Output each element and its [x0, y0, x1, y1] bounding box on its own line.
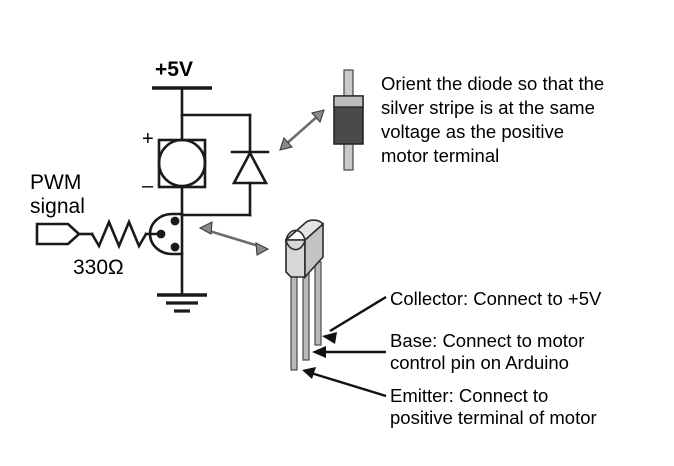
transistor-pin-dot-collector: [170, 216, 180, 226]
base-callout-arrow: [312, 346, 386, 358]
transistor-photo-lead-emitter: [290, 261, 298, 371]
supply-label: +5V: [155, 58, 193, 81]
input-branch-group: PWM signal 330Ω: [30, 171, 162, 279]
motor-symbol: + –: [142, 128, 207, 217]
resistor-label: 330Ω: [73, 256, 124, 279]
transistor-d-body: [148, 212, 184, 256]
diode-note-line-1: Orient the diode so that the: [381, 73, 604, 94]
diode-note-line-3: voltage as the positive: [381, 121, 564, 142]
diode-photo-lead-bottom: [343, 141, 354, 171]
motor-plus-label: +: [142, 128, 154, 150]
base-label-line-2: control pin on Arduino: [390, 352, 569, 373]
diode-note-line-4: motor terminal: [381, 145, 499, 166]
collector-callout-arrow: [322, 295, 387, 344]
diode-arrow-head-lower: [279, 136, 294, 151]
motor-minus-label: –: [142, 175, 154, 197]
base-label-line-1: Base: Connect to motor: [390, 330, 584, 351]
base-arrow-head: [312, 346, 326, 358]
emitter-label-line-2: positive terminal of motor: [390, 407, 597, 428]
diode-photo-silver-stripe: [333, 95, 364, 108]
collector-arrow-shaft: [329, 295, 387, 333]
emitter-callout-arrow: [302, 367, 387, 398]
diode-photo: [333, 69, 364, 171]
motor-diode-loop-top: [180, 113, 252, 154]
motor-circle: [157, 138, 207, 188]
diode-note-line-2: silver stripe is at the same: [381, 97, 595, 118]
collector-label-line-1: Collector: Connect to +5V: [390, 288, 602, 309]
emitter-arrow-shaft: [310, 371, 387, 398]
collector-callout-label: Collector: Connect to +5V: [390, 288, 602, 309]
transistor-arrow-head-right: [255, 242, 270, 256]
pwm-label-line2: signal: [30, 195, 85, 218]
diode-arrow-head-upper: [310, 109, 325, 124]
flyback-diode-symbol: [180, 150, 270, 217]
transistor-link-double-arrow: [198, 221, 270, 256]
transistor-photo-body-curve: [284, 239, 307, 251]
transistor-arrow-head-left: [198, 221, 213, 235]
diode-photo-lead-top: [343, 69, 354, 99]
pwm-label-line1: PWM: [30, 171, 81, 194]
emitter-label-line-1: Emitter: Connect to: [390, 385, 548, 406]
transistor-photo: [284, 219, 325, 371]
resistor-zigzag: [90, 218, 148, 250]
transistor-arrow-shaft: [205, 228, 263, 249]
pwm-input-terminal: [35, 222, 81, 246]
transistor-pin-dot-emitter: [170, 242, 180, 252]
emitter-arrow-head: [302, 367, 316, 379]
transistor-photo-lead-collector: [314, 261, 322, 346]
diode-note-text: Orient the diode so that the silver stri…: [381, 73, 604, 166]
emitter-callout-label: Emitter: Connect to positive terminal of…: [390, 385, 597, 428]
diode-arrow-shaft: [284, 114, 320, 146]
diode-link-double-arrow: [279, 109, 325, 151]
collector-arrow-head: [322, 332, 337, 344]
transistor-symbol: [148, 212, 184, 297]
diode-triangle: [231, 150, 269, 185]
base-callout-label: Base: Connect to motor control pin on Ar…: [390, 330, 584, 373]
ground-symbol: [157, 293, 207, 313]
power-rail-group: +5V: [152, 58, 212, 142]
